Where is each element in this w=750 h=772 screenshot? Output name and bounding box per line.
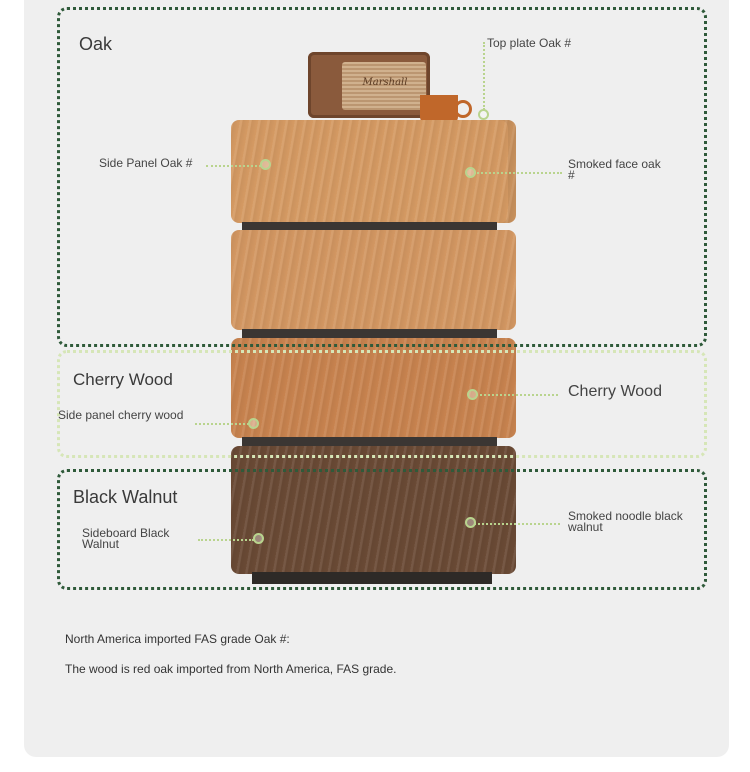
smoked-face-oak-marker — [465, 167, 476, 178]
cherry-face-marker — [467, 389, 478, 400]
oak-zone — [57, 7, 707, 347]
smoked-walnut-label: Smoked noodle black walnut — [568, 509, 683, 534]
smoked-face-oak-label: Smoked face oak # — [568, 157, 661, 182]
note-line-2: The wood is red oak imported from North … — [65, 662, 397, 676]
side-panel-cherry-label: Side panel cherry wood — [58, 408, 184, 422]
sideboard-walnut-label: Sideboard Black Walnut — [82, 526, 170, 551]
top-plate-label: Top plate Oak # — [487, 36, 572, 50]
walnut-zone — [57, 469, 707, 590]
drawer-oak-bottom — [231, 230, 516, 330]
oak-title: Oak — [79, 34, 113, 54]
speaker: Marshall — [308, 52, 430, 118]
sideboard-walnut-marker — [253, 533, 264, 544]
walnut-title: Black Walnut — [73, 487, 178, 507]
top-plate-marker — [478, 109, 489, 120]
side-panel-oak-label: Side Panel Oak # — [99, 156, 193, 170]
speaker-brand-logo: Marshall — [362, 77, 408, 88]
drawer-walnut — [231, 446, 516, 574]
drawer-oak-top — [231, 120, 516, 223]
side-panel-cherry-marker — [248, 418, 259, 429]
note-line-1: North America imported FAS grade Oak #: — [65, 632, 290, 646]
mug — [420, 95, 458, 123]
smoked-walnut-marker — [465, 517, 476, 528]
drawer-cherry — [231, 338, 516, 438]
side-panel-oak-marker — [260, 159, 271, 170]
cherry-zone — [57, 350, 707, 458]
cherry-title: Cherry Wood — [73, 370, 173, 389]
cherry-face-label: Cherry Wood — [568, 383, 662, 400]
